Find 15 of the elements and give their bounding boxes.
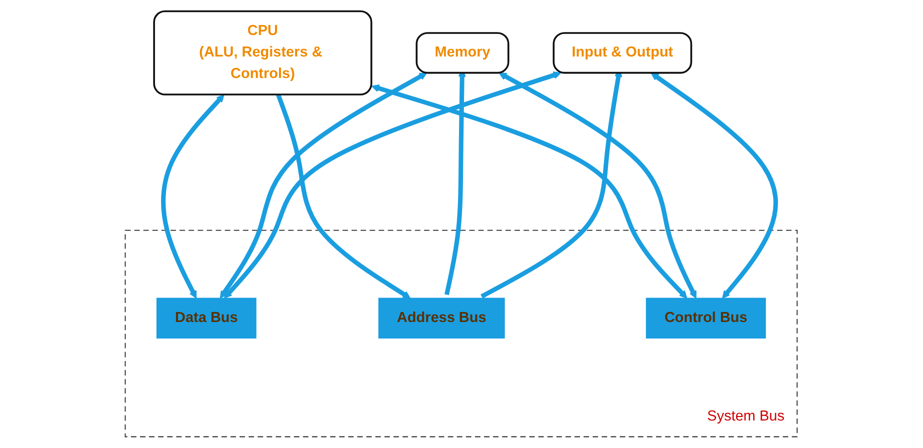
bus-diagram: System Bus CPU (ALU, Registers & Controls) Memory Input & Output Data Bus Address Bus Control Bus bbox=[118, 4, 805, 444]
arrow bbox=[651, 72, 778, 299]
arrow bbox=[161, 94, 225, 299]
cluster bbox=[125, 230, 798, 438]
arrow bbox=[372, 84, 688, 299]
node-box bbox=[416, 32, 510, 74]
node-box bbox=[156, 298, 257, 339]
arrow bbox=[499, 72, 697, 299]
node-box bbox=[154, 10, 373, 96]
node-box bbox=[553, 32, 692, 74]
node-box bbox=[378, 298, 506, 339]
arrow bbox=[224, 71, 562, 299]
node-box bbox=[646, 298, 766, 339]
arrow bbox=[276, 94, 411, 299]
arrow bbox=[220, 72, 428, 299]
